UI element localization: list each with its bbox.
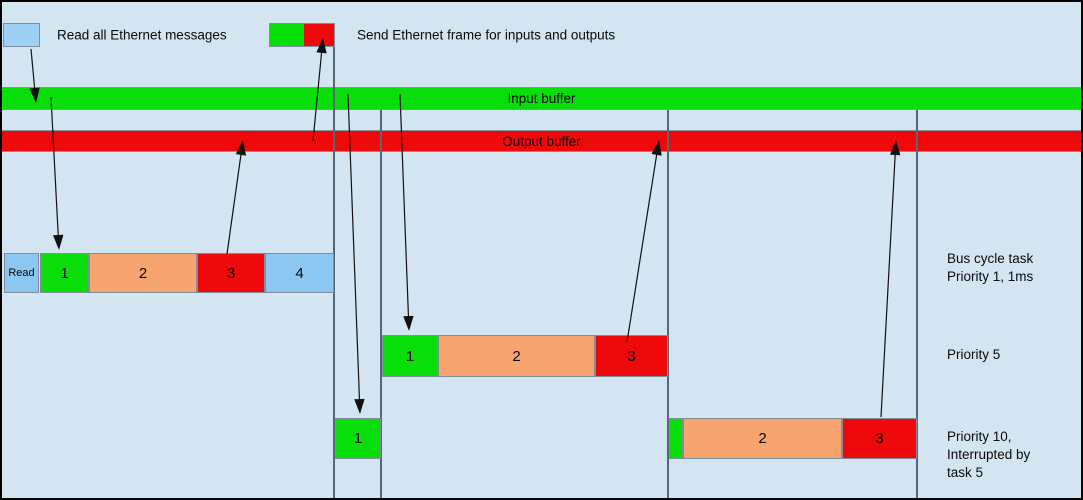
priority-10-task-label-line: Priority 10, xyxy=(947,429,1012,444)
send-legend-green-half xyxy=(270,24,304,46)
arrow-priority5-seg3-to-output-buffer xyxy=(626,140,662,343)
priority-10-task-segment-1: 1 xyxy=(335,418,381,459)
timeline-divider-3 xyxy=(667,110,669,498)
bus-cycle-task-label-line: Bus cycle task xyxy=(947,251,1034,266)
send-legend-swatch xyxy=(269,23,335,47)
priority-10-task-label: Priority 10, Interrupted by task 5 xyxy=(947,428,1030,482)
read-legend-label: Read all Ethernet messages xyxy=(57,27,227,43)
output-buffer-bar: Output buffer xyxy=(2,130,1081,152)
bus-cycle-task-segment-1: 1 xyxy=(40,253,89,293)
input-buffer-label: Input buffer xyxy=(507,91,576,106)
priority-5-task-label-line: Priority 5 xyxy=(947,347,1001,362)
send-legend-red-half xyxy=(304,24,334,46)
bus-cycle-task-segment-4: 4 xyxy=(265,253,334,293)
output-buffer-label: Output buffer xyxy=(502,133,581,149)
priority-10-task-label-line: Interrupted by xyxy=(947,447,1031,462)
arrow-bus-task-seg3-to-output-buffer xyxy=(226,140,247,255)
bus-cycle-task-segment-3: 3 xyxy=(197,253,265,293)
priority-10-task-segment-3: 3 xyxy=(842,418,917,459)
timeline-divider-4 xyxy=(916,110,918,498)
priority-10-task-segment-2: 2 xyxy=(683,418,842,459)
bus-cycle-task-label-line: Priority 1, 1ms xyxy=(947,269,1034,284)
priority-5-task-segment-1: 1 xyxy=(382,335,438,377)
timeline-divider-2 xyxy=(380,110,382,498)
arrow-priority10-seg3-to-output-buffer xyxy=(880,140,901,418)
arrow-input-buffer-to-bus-task-seg1 xyxy=(50,96,64,250)
timeline-divider-1 xyxy=(333,47,335,498)
priority-5-task-label: Priority 5 xyxy=(947,346,1000,364)
input-buffer-bar: Input buffer xyxy=(2,87,1081,110)
priority-10-task-segment-cont xyxy=(669,418,683,459)
priority-5-task-segment-3: 3 xyxy=(595,335,668,377)
priority-10-task-label-line: task 5 xyxy=(947,465,984,480)
bus-cycle-task-segment-Read: Read xyxy=(4,253,39,293)
send-legend-label: Send Ethernet frame for inputs and outpu… xyxy=(357,27,616,43)
read-legend-swatch xyxy=(3,23,40,47)
bus-cycle-task-segment-2: 2 xyxy=(89,253,197,293)
priority-5-task-segment-2: 2 xyxy=(438,335,595,377)
